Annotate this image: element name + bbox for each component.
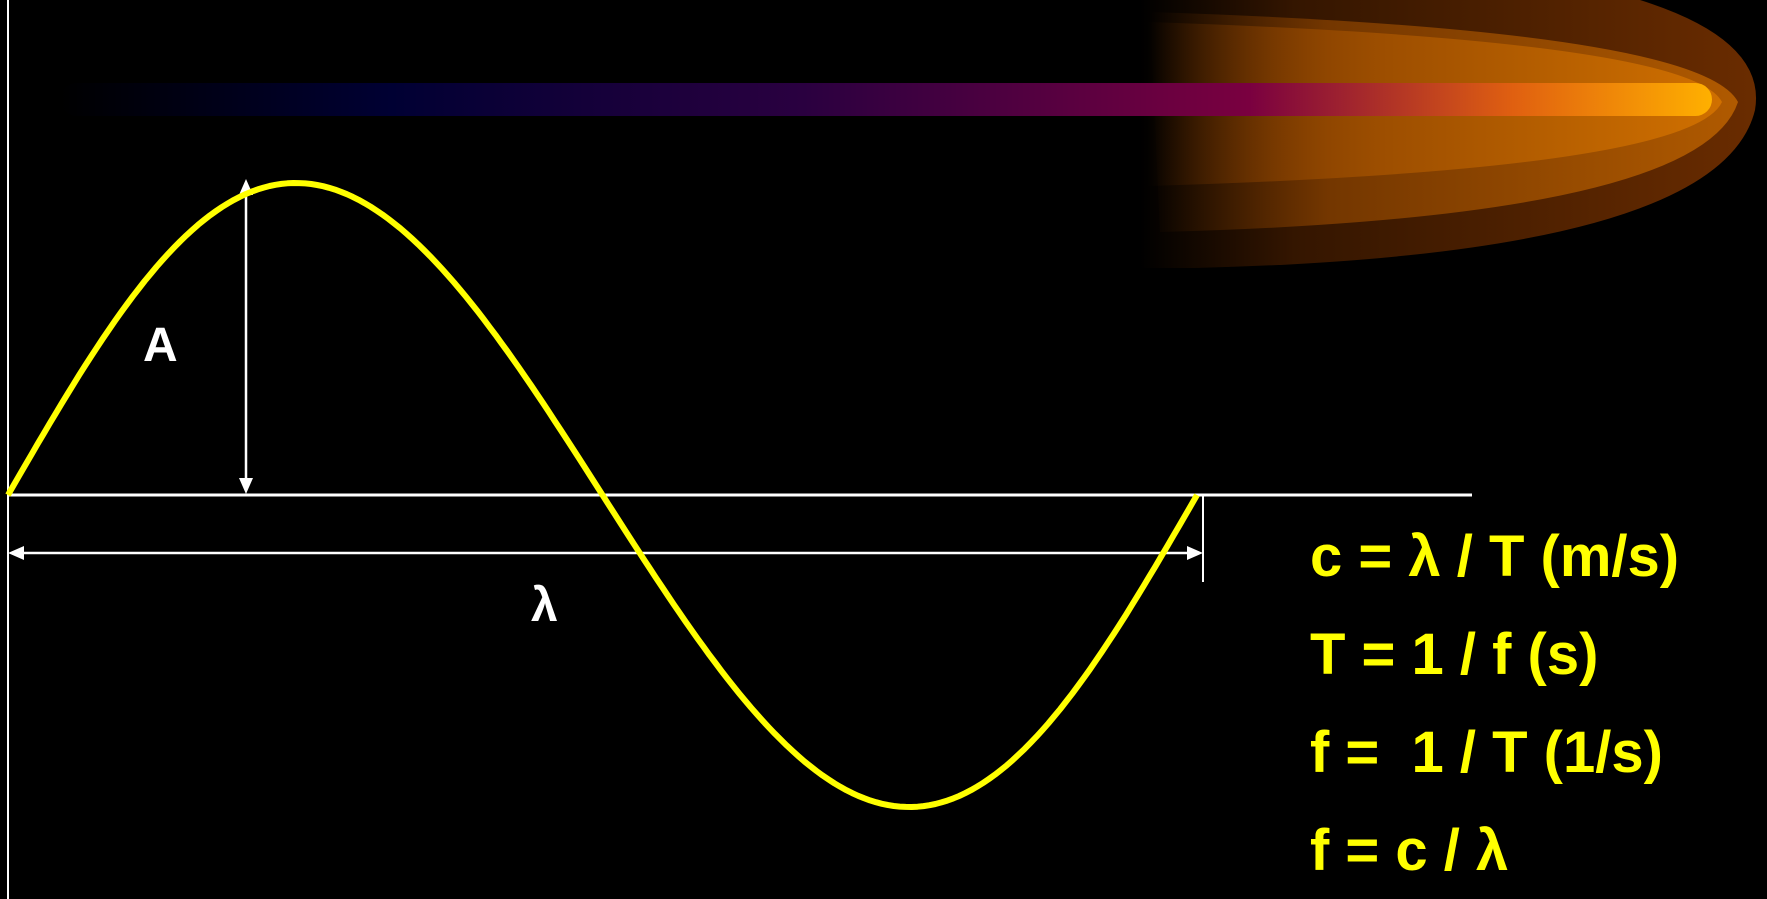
comet-decoration [60, 0, 1757, 268]
amplitude-label: A [143, 319, 178, 372]
formula-period: T = 1 / f (s) [1310, 622, 1599, 687]
wavelength-arrow [8, 546, 1203, 560]
formula-list: c = λ / T (m/s) T = 1 / f (s) f = 1 / T … [1310, 528, 1679, 899]
formula-wave-speed: c = λ / T (m/s) [1310, 524, 1680, 589]
wavelength-label: λ [531, 579, 558, 632]
formula-frequency-wavelength: f = c / λ [1310, 818, 1509, 883]
sine-wave [5, 180, 1200, 810]
comet-band [60, 83, 1712, 116]
amplitude-arrow [239, 179, 253, 494]
formula-frequency-period: f = 1 / T (1/s) [1310, 720, 1663, 785]
